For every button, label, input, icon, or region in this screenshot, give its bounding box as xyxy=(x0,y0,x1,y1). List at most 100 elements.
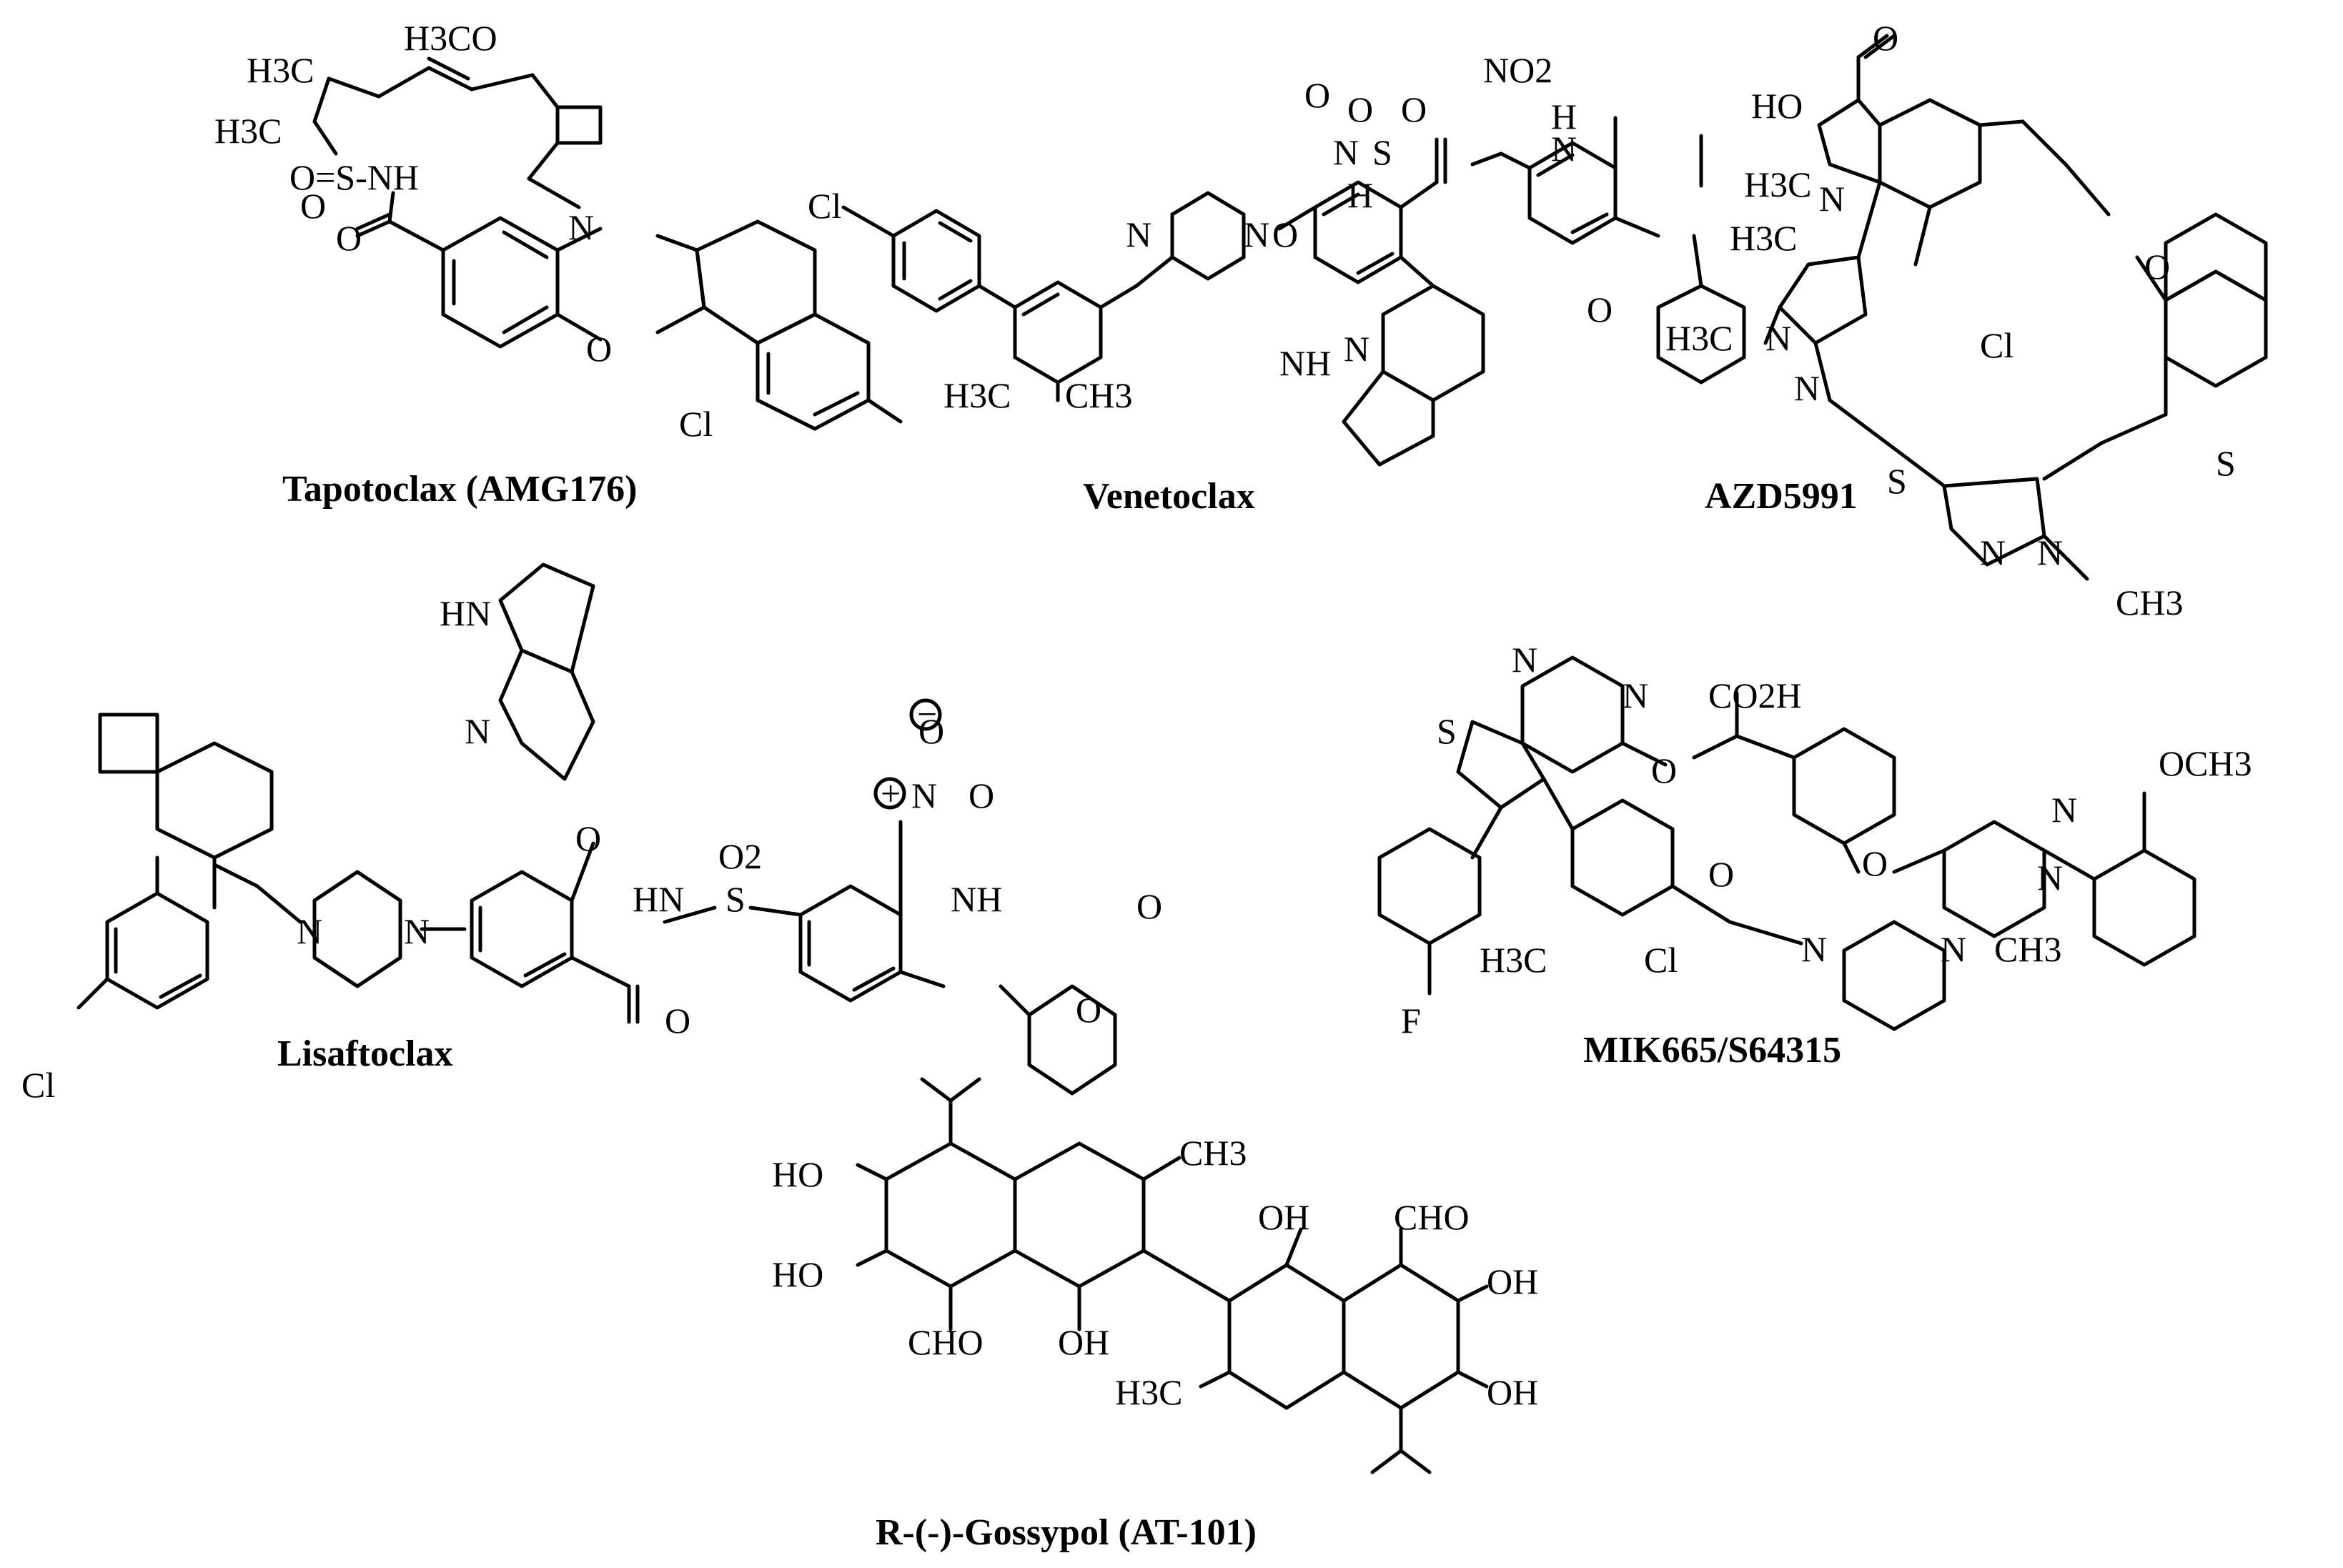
mik665-n1: N xyxy=(1512,640,1537,680)
lisaftoclax-o-d1: O xyxy=(1136,886,1162,926)
lisaftoclax-s: S xyxy=(725,879,746,919)
azd5991-h3c-top: H3C xyxy=(1730,218,1797,258)
caption-azd5991: AZD5991 xyxy=(1705,476,1858,517)
mik665-structure: N N S CO2H O O F H3C Cl O N N CH3 OCH3 N… xyxy=(1377,640,2252,1041)
lisaftoclax-o-amide: O xyxy=(665,1001,690,1041)
lisaftoclax-o-nitro: O xyxy=(969,775,994,815)
gossypol-oh1: OH xyxy=(1258,1197,1309,1237)
tapotoclax-o-s: O xyxy=(300,186,326,226)
mik665-n-pip2: N xyxy=(1941,929,1966,969)
gossypol-ho1: HO xyxy=(772,1154,823,1194)
mik665-ch3: CH3 xyxy=(1994,929,2061,969)
azd5991-n1: N xyxy=(1819,179,1845,219)
mik665-f: F xyxy=(1401,1001,1421,1041)
venetoclax-o-link: O xyxy=(1272,214,1298,254)
venetoclax-o-carbonyl: O xyxy=(1304,75,1330,115)
lisaftoclax-o-d2: O xyxy=(1076,990,1101,1030)
tapotoclax-cl: Cl xyxy=(679,404,713,444)
lisaftoclax-minus-label: − xyxy=(917,694,937,734)
venetoclax-s: S xyxy=(1372,132,1392,172)
venetoclax-o2: O xyxy=(1401,89,1427,129)
gossypol-ch3: CH3 xyxy=(1179,1133,1247,1173)
venetoclax-h: H xyxy=(1347,175,1373,215)
mik665-n-pym1: N xyxy=(2051,790,2077,830)
gossypol-cho2: CHO xyxy=(908,1322,984,1362)
tapotoclax-structure: H3CO H3C H3C O=S-NH O N O O Cl xyxy=(214,18,903,444)
tapotoclax-h3c-b: H3C xyxy=(214,111,282,151)
gossypol-ho2: HO xyxy=(772,1254,823,1294)
lisaftoclax-n1: N xyxy=(297,911,322,951)
venetoclax-n2: N xyxy=(1244,214,1269,254)
caption-tapotoclax: Tapotoclax (AMG176) xyxy=(282,469,638,510)
mik665-o3: O xyxy=(1708,854,1734,894)
gossypol-structure: HO HO CH3 OH CHO OH OH CHO OH H3C xyxy=(772,1077,1538,1474)
gossypol-oh3: OH xyxy=(1487,1372,1538,1412)
lisaftoclax-minus-charge xyxy=(909,698,942,731)
lisaftoclax-o2: O2 xyxy=(718,836,762,876)
venetoclax-no2: NO2 xyxy=(1483,50,1552,90)
mik665-s: S xyxy=(1437,711,1457,751)
gossypol-cho1: CHO xyxy=(1394,1197,1470,1237)
tapotoclax-so2nh: O=S-NH xyxy=(289,157,419,197)
lisaftoclax-plus-label: + xyxy=(881,773,901,813)
gossypol-oh4: OH xyxy=(1058,1322,1109,1362)
tapotoclax-h3co: H3CO xyxy=(404,18,497,58)
mik665-o1: O xyxy=(1651,750,1677,790)
lisaftoclax-n-plus: N xyxy=(911,775,937,815)
gossypol-oh2: OH xyxy=(1487,1261,1538,1301)
tapotoclax-n: N xyxy=(568,207,594,247)
venetoclax-os: O xyxy=(1347,89,1373,129)
venetoclax-ch3: CH3 xyxy=(1065,375,1132,415)
lisaftoclax-o-link: O xyxy=(575,818,601,858)
azd5991-ch3: CH3 xyxy=(2116,582,2183,622)
venetoclax-h3c: H3C xyxy=(943,375,1011,415)
venetoclax-n-nh: N xyxy=(1551,129,1577,169)
gossypol-h3c: H3C xyxy=(1115,1372,1182,1412)
mik665-n2: N xyxy=(1623,675,1648,715)
venetoclax-nh-pyr: NH xyxy=(1279,343,1331,383)
mik665-n-pym2: N xyxy=(2037,858,2063,898)
azd5991-n-pz3: N xyxy=(1980,532,2006,572)
mik665-n-pip1: N xyxy=(1801,929,1827,969)
mik665-co2h: CO2H xyxy=(1708,675,1802,715)
lisaftoclax-cl: Cl xyxy=(21,1065,55,1105)
lisaftoclax-nh: NH xyxy=(951,879,1002,919)
venetoclax-cl: Cl xyxy=(808,186,841,226)
azd5991-h3c-pz: H3C xyxy=(1665,318,1733,358)
azd5991-cl: Cl xyxy=(1980,325,2013,365)
venetoclax-n-py: N xyxy=(1344,329,1369,369)
mik665-o2: O xyxy=(1862,843,1888,883)
azd5991-s1: S xyxy=(1887,461,1907,501)
tapotoclax-o-amide: O xyxy=(336,218,362,258)
lisaftoclax-n-py: N xyxy=(465,711,490,751)
venetoclax-nh: N xyxy=(1333,132,1359,172)
caption-lisaftoclax: Lisaftoclax xyxy=(277,1033,453,1074)
venetoclax-h-nh: H xyxy=(1551,96,1577,137)
lisaftoclax-plus-charge xyxy=(873,777,906,810)
mik665-h3c: H3C xyxy=(1480,940,1547,980)
venetoclax-structure: Cl N N H3C CH3 O O O S N H NO2 H N O N N… xyxy=(808,50,1746,467)
lisaftoclax-n2: N xyxy=(404,911,430,951)
azd5991-structure: HO O H3C N H3C H3C N N Cl O S S N N CH3 xyxy=(1665,18,2268,622)
azd5991-s2: S xyxy=(2216,443,2236,483)
azd5991-o: O xyxy=(1873,18,1898,58)
caption-venetoclax: Venetoclax xyxy=(1083,476,1255,517)
tapotoclax-h3c-a: H3C xyxy=(247,50,314,90)
mik665-och3: OCH3 xyxy=(2159,743,2252,783)
azd5991-n-pz: N xyxy=(1765,318,1791,358)
lisaftoclax-hn-s: HN xyxy=(633,879,684,919)
caption-gossypol: R-(-)-Gossypol (AT-101) xyxy=(876,1512,1257,1553)
lisaftoclax-hn: HN xyxy=(440,593,491,633)
tapotoclax-o-ring: O xyxy=(586,329,612,369)
azd5991-n-pz4: N xyxy=(2037,532,2063,572)
azd5991-o-link: O xyxy=(2144,247,2170,287)
azd5991-n-pz2: N xyxy=(1794,368,1820,408)
lisaftoclax-structure: HN N O Cl N N O2 S HN O N O O NH O O + − xyxy=(21,562,1162,1105)
venetoclax-n1: N xyxy=(1126,214,1151,254)
mik665-cl: Cl xyxy=(1644,940,1678,980)
venetoclax-o-thp: O xyxy=(1587,289,1613,329)
caption-mik665: MIK665/S64315 xyxy=(1583,1030,1842,1071)
azd5991-h3c-n: H3C xyxy=(1744,164,1811,204)
azd5991-ho: HO xyxy=(1751,86,1803,126)
